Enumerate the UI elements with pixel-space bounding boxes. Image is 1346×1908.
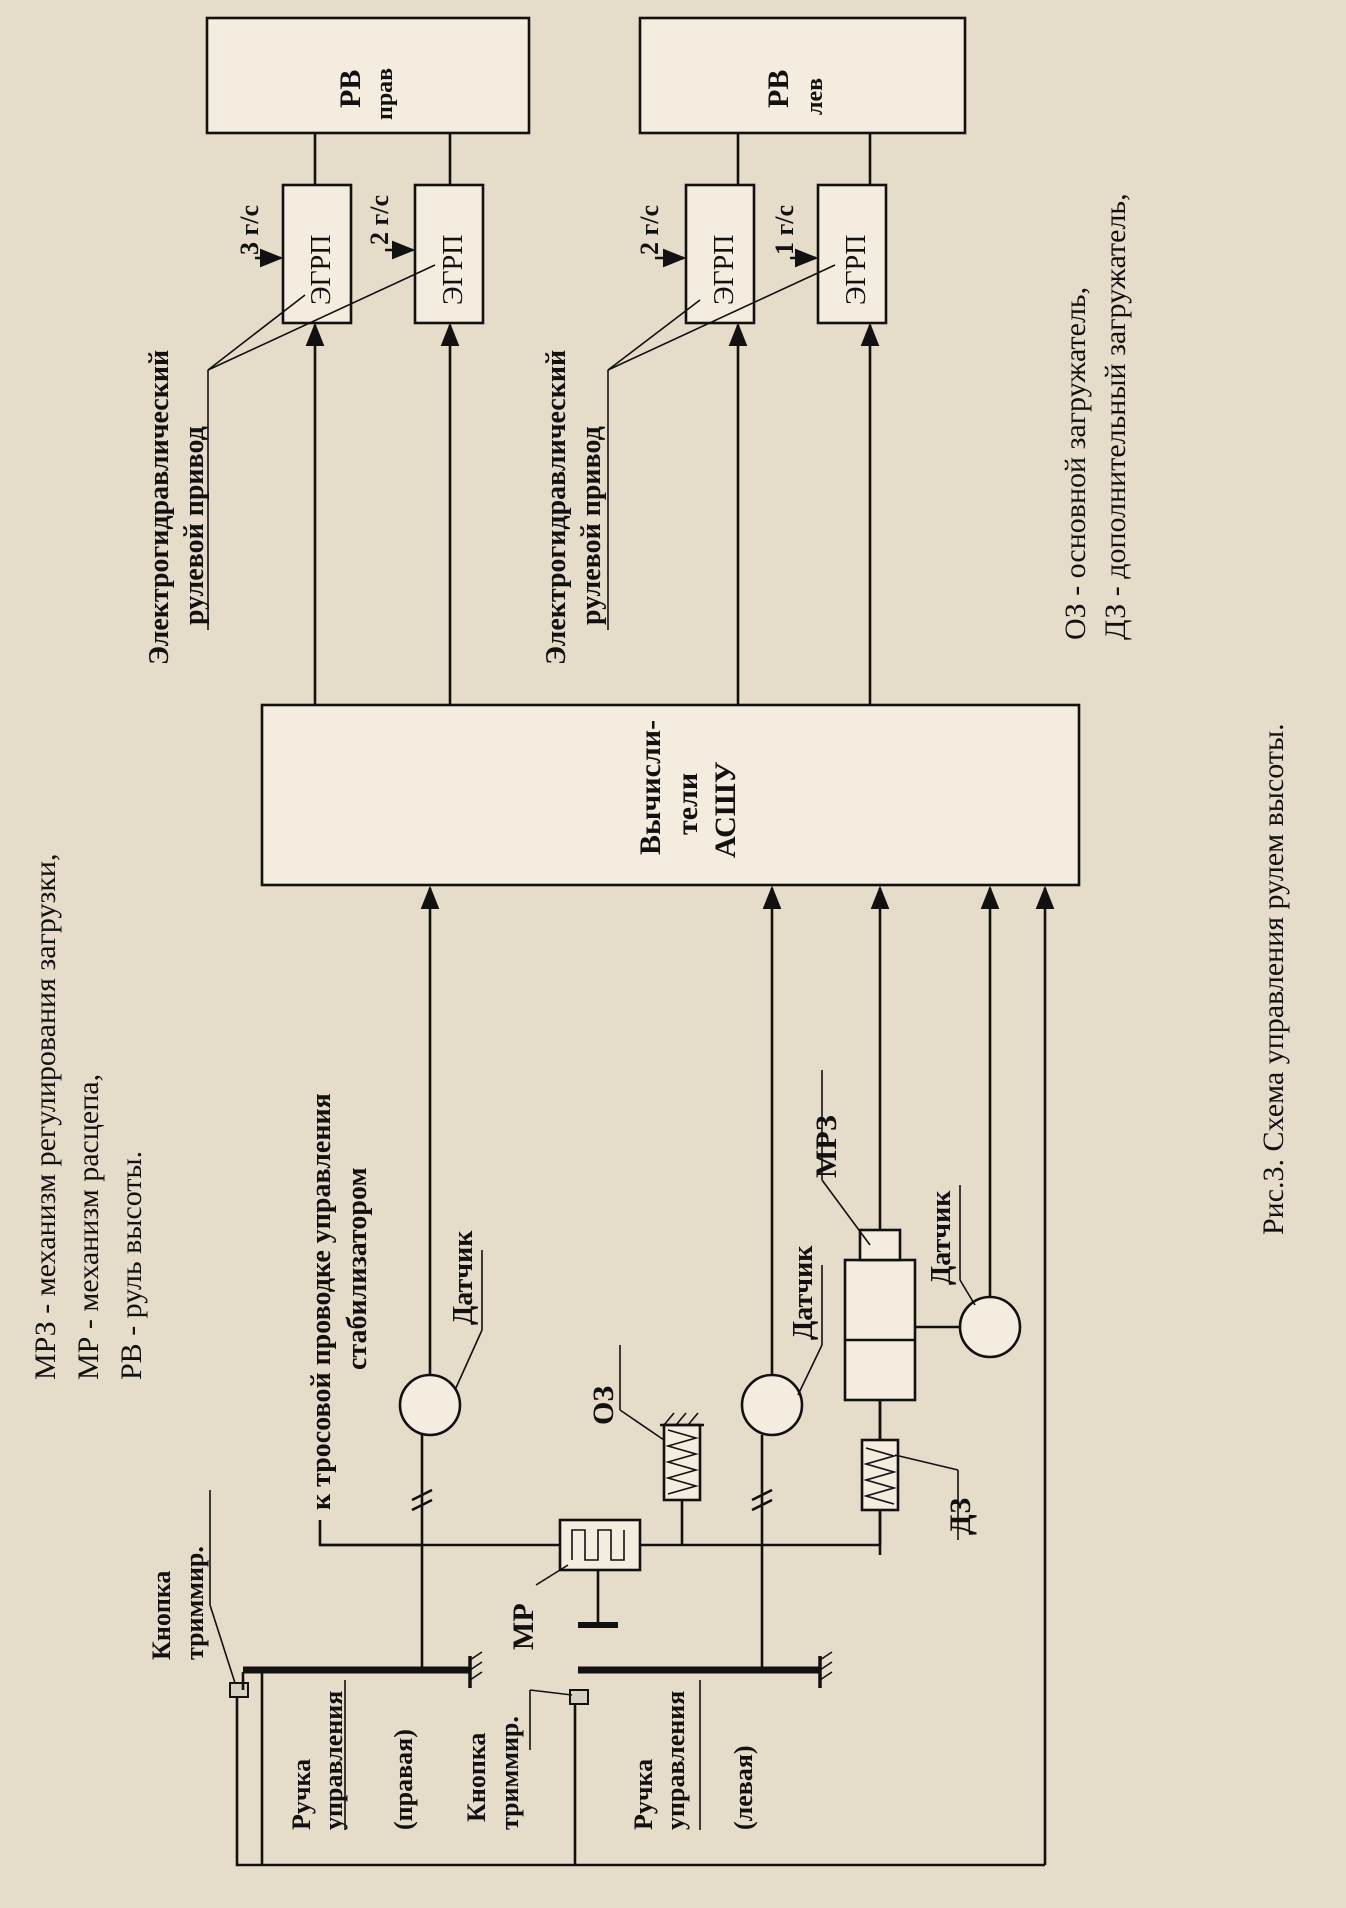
svg-text:триммир.: триммир. [495,1716,524,1830]
svg-text:Датчик: Датчик [926,1190,957,1285]
legend-mr: МР - механизм расцепа, [72,1074,105,1380]
svg-text:Ручка: Ручка [629,1759,658,1830]
sensor-right-icon [398,1373,462,1437]
drive-label-left: Электрогидравлический рулевой привод [541,264,836,665]
trim-label-top: Кнопка триммир. [147,1490,236,1684]
svg-text:Кнопка: Кнопка [147,1571,176,1660]
oz-spring: ОЗ [587,1345,704,1545]
svg-text:ЭГРП: ЭГРП [306,235,337,305]
system-label-right-a: 3 г/с [235,205,264,255]
svg-text:Электрогидравлический: Электрогидравлический [541,350,572,665]
legend-oz: ОЗ - основной загружатель, [1059,287,1092,640]
svg-text:(левая): (левая) [729,1745,758,1830]
svg-text:АСШУ: АСШУ [709,761,742,858]
system-label-left-a: 2 г/с [635,205,664,255]
dz-spring: ДЗ [860,1400,977,1545]
stick-right-label: Ручка управления (правая) [287,1680,418,1830]
actuator-right-b: ЭГРП [413,183,485,325]
actuator-left-b: ЭГРП [816,183,888,325]
trim-button-left-icon [569,1689,589,1705]
cable-label: к тросовой проводке управления стабилиза… [306,1093,373,1510]
svg-text:рулевой привод: рулевой привод [576,426,607,625]
svg-text:Датчик: Датчик [448,1230,479,1325]
legend-dz: ДЗ - дополнительный загружатель, [1099,193,1132,640]
svg-text:рулевой привод: рулевой привод [179,426,210,625]
svg-text:к тросовой проводке управления: к тросовой проводке управления [306,1093,337,1510]
oz-label: ОЗ [587,1386,620,1425]
svg-text:тели: тели [671,773,704,835]
mrz-mechanism: МРЗ [810,1070,960,1402]
dz-label: ДЗ [944,1498,977,1535]
actuator-right-a: ЭГРП [281,183,353,325]
sensor-left: Датчик [740,1245,823,1437]
trim-button-right-icon [229,1682,249,1698]
legend-top: МРЗ - механизм регулирования загрузки, М… [29,854,148,1380]
svg-text:ЭГРП: ЭГРП [438,235,469,305]
elevator-left-main: РВ [762,70,795,108]
sensor-mrz: Датчик [926,1185,1022,1359]
mrz-label: МРЗ [810,1115,843,1178]
actuator-left-a: ЭГРП [684,183,756,325]
elevator-right-box [205,16,531,135]
svg-text:стабилизатором: стабилизатором [342,1167,373,1370]
svg-text:Кнопка: Кнопка [462,1733,491,1822]
svg-text:ЭГРП: ЭГРП [709,235,740,305]
svg-text:Вычисли-: Вычисли- [634,720,667,855]
sensor-mrz-icon [958,1295,1022,1359]
stick-left-mechanism [569,1651,833,1705]
sensor-right: Датчик [398,1230,483,1437]
stick-right-mechanism [229,1651,483,1865]
drive-label-right: Электрогидравлический рулевой привод [144,264,436,665]
svg-text:(правая): (правая) [389,1729,418,1830]
system-label-right-b: 2 г/с [365,195,394,245]
elevator-left-box [638,16,967,135]
legend-rv: РВ - руль высоты. [115,1151,148,1380]
elevator-right: РВ прав [205,16,531,135]
svg-text:управления: управления [661,1691,690,1830]
system-label-left-b: 1 г/с [770,205,799,255]
legend-mrz: МРЗ - механизм регулирования загрузки, [29,854,62,1380]
svg-text:триммир.: триммир. [180,1546,209,1660]
svg-text:Ручка: Ручка [287,1759,316,1830]
stick-left-label: Ручка управления (левая) [629,1680,758,1830]
trim-label-middle: Кнопка триммир. [462,1689,573,1830]
computer-ashu: Вычисли- тели АСШУ [260,703,1081,887]
svg-text:Датчик: Датчик [788,1245,819,1340]
sensor-left-icon [740,1373,804,1437]
legend-bottom: ОЗ - основной загружатель, ДЗ - дополнит… [1059,193,1132,640]
figure-caption: Рис.3. Схема управления рулем высоты. [1257,723,1290,1235]
elevator-left-sub: лев [802,78,828,115]
svg-text:Электрогидравлический: Электрогидравлический [144,350,175,665]
elevator-right-sub: прав [372,68,398,120]
svg-text:управления: управления [319,1691,348,1830]
mr-label: МР [507,1603,540,1650]
mr-mechanism: МР [507,1518,642,1650]
elevator-right-main: РВ [334,70,367,108]
svg-text:ЭГРП: ЭГРП [841,235,872,305]
elevator-left: РВ лев [638,16,967,135]
